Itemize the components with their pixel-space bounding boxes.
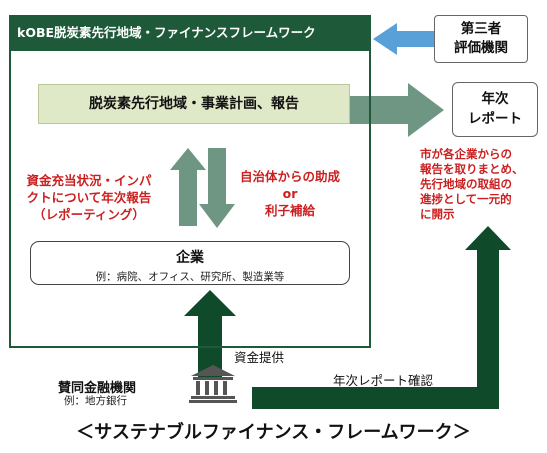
third-party-evaluator-box: 第三者 評価機関 xyxy=(434,15,528,63)
city-disclosure-note: 市が各企業からの 報告を取りまとめ、 先行地域の取組の 進捗として一元的 に開示 xyxy=(420,147,542,222)
funding-up-arrow xyxy=(184,290,236,378)
city-note-line: に開示 xyxy=(420,207,455,221)
reporting-label-line: 資金充当状況・インパ xyxy=(26,173,152,188)
report-flow-arrow xyxy=(350,83,444,137)
third-party-line: 第三者 xyxy=(460,21,502,37)
city-note-line: 先行地域の取組の xyxy=(420,177,512,191)
annual-report-line: 年次 xyxy=(481,91,509,107)
company-examples: 例：病院、オフィス、研究所、製造業等 xyxy=(95,271,285,283)
reporting-label-line: クトについて年次報告 xyxy=(26,190,152,205)
reporting-up-arrow xyxy=(170,148,206,226)
company-name: 企業 xyxy=(176,250,204,266)
support-label-line: 利子補給 xyxy=(264,203,315,218)
reporting-label-line: （レポーティング） xyxy=(33,207,145,222)
support-label: 自治体からの助成 or 利子補給 xyxy=(222,168,358,219)
city-note-line: 進捗として一元的 xyxy=(420,192,512,206)
framework-title: kOBE脱炭素先行地域・ファイナンスフレームワーク xyxy=(9,15,371,51)
third-party-line: 評価機関 xyxy=(454,40,508,56)
footer-title: ＜サステナブルファイナンス・フレームワーク＞ xyxy=(76,422,471,443)
bank-name: 賛同金融機関 xyxy=(58,381,137,396)
funding-label: 資金提供 xyxy=(234,350,285,365)
support-label-line: 自治体からの助成 xyxy=(239,169,340,184)
support-down-arrow xyxy=(199,148,235,228)
company-box: 企業 例：病院、オフィス、研究所、製造業等 xyxy=(30,241,350,285)
annual-report-box: 年次 レポート xyxy=(452,82,538,137)
blue-evaluation-arrow xyxy=(373,23,434,55)
report-check-label: 年次レポート確認 xyxy=(333,373,434,388)
plan-box: 脱炭素先行地域・事業計画、報告 xyxy=(38,84,350,124)
annual-report-line: レポート xyxy=(468,111,522,127)
report-check-arrow xyxy=(252,226,511,409)
city-note-line: 市が各企業からの xyxy=(420,147,512,161)
bank-example: 例：地方銀行 xyxy=(64,395,127,407)
city-note-line: 報告を取りまとめ、 xyxy=(420,162,524,176)
bank-building-icon xyxy=(189,365,237,403)
support-label-line: or xyxy=(282,186,298,201)
reporting-label: 資金充当状況・インパ クトについて年次報告 （レポーティング） xyxy=(14,172,164,223)
